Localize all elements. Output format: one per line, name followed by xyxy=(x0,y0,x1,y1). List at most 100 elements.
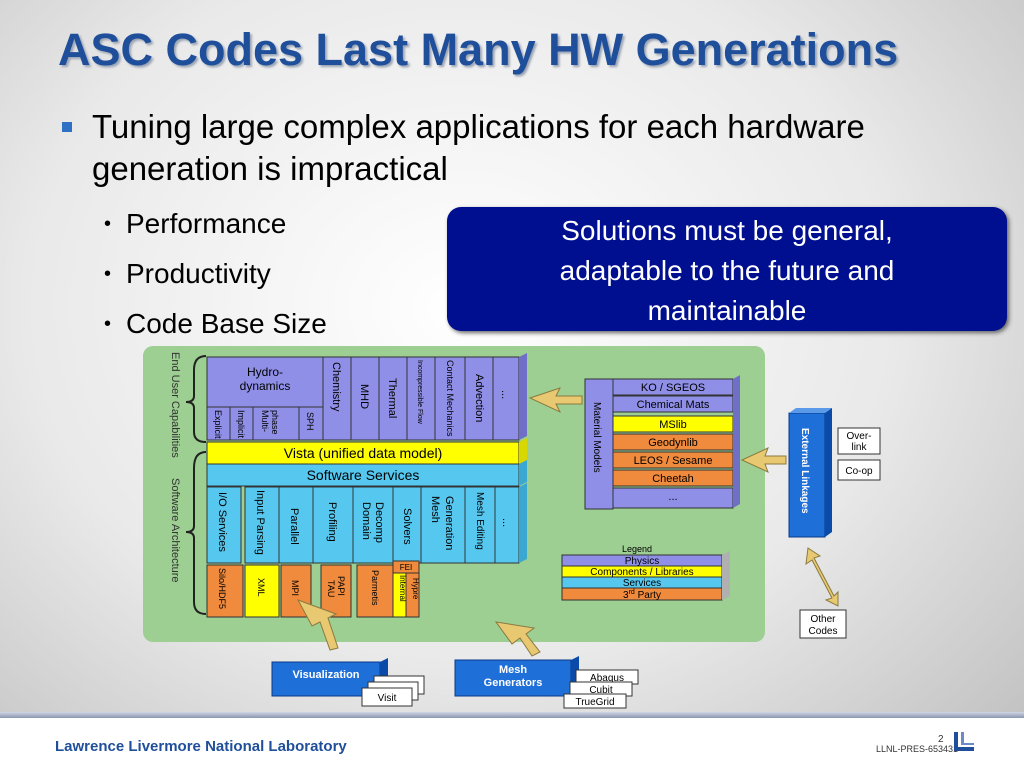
pres-id: LLNL-PRES-653431 xyxy=(876,744,959,754)
physics-label: Thermal xyxy=(386,378,398,418)
coop-label: Co-op xyxy=(845,466,873,477)
bullet-dot-icon: • xyxy=(104,263,112,285)
third-silo xyxy=(206,564,244,618)
sub-bullet-label: Productivity xyxy=(126,258,271,289)
overlink-label: link xyxy=(851,442,867,453)
soft-label: Parallel xyxy=(288,508,300,545)
legend-3: 3 xyxy=(623,590,629,601)
callout-box: Solutions must be general, adaptable to … xyxy=(447,207,1007,331)
third-label: MPI xyxy=(290,580,300,596)
soft-label: Decomp xyxy=(373,502,385,543)
footer-divider xyxy=(0,712,1024,718)
soft-col-io xyxy=(206,486,242,564)
arrow-to-mesh-generators xyxy=(494,621,541,657)
mat-side-face xyxy=(733,375,740,508)
services-side-face xyxy=(519,460,527,486)
other-codes-label: Other xyxy=(810,614,836,625)
vista-side-face xyxy=(519,438,527,464)
slide-title: ASC Codes Last Many HW Generations xyxy=(58,24,899,75)
legend-title: Legend xyxy=(622,544,652,554)
abaqus-label: Abaqus xyxy=(590,673,624,684)
hydro-label: dynamics xyxy=(240,379,291,393)
material-label: MSlib xyxy=(659,419,687,431)
other-codes-label: Codes xyxy=(809,626,838,637)
software-columns: I/O Services Input Parsing Parallel Prof… xyxy=(206,483,527,564)
soft-side-face xyxy=(519,483,527,563)
soft-label: Mesh Editing xyxy=(474,492,485,550)
soft-label: Generation xyxy=(443,496,455,550)
third-label: TAU xyxy=(326,580,336,597)
page-number: 2 xyxy=(938,734,944,745)
callout-line: adaptable to the future and xyxy=(559,255,895,286)
physics-col-mhd xyxy=(350,356,380,441)
third-label: Silo/HDF5 xyxy=(217,568,227,609)
third-papi-tau xyxy=(320,564,352,618)
legend-label: 3rd Party xyxy=(623,589,661,601)
soft-label: Domain xyxy=(360,502,372,540)
callout-line: Solutions must be general, xyxy=(561,215,893,246)
material-label: KO / SGEOS xyxy=(641,382,705,394)
physics-label: Incompressible Flow xyxy=(416,360,423,425)
side-label-software-arch: Software Architecture xyxy=(169,478,181,583)
external-top-face xyxy=(789,408,832,413)
bullet-dot-icon: • xyxy=(104,313,112,335)
footer xyxy=(0,718,1024,768)
arrow-to-visualization xyxy=(296,599,339,651)
legend-label: Components / Libraries xyxy=(590,567,693,578)
third-label: Parmetis xyxy=(370,570,380,606)
legend-side-face xyxy=(722,551,730,600)
arrow-to-other-codes xyxy=(805,547,839,607)
third-label: FEI xyxy=(400,563,412,572)
third-label: XML xyxy=(256,578,266,597)
other-codes-box xyxy=(799,609,847,639)
physics-label: Advection xyxy=(473,374,485,422)
arrow-to-materials xyxy=(528,387,583,414)
side-label-end-user: End User Capabilities xyxy=(169,352,181,458)
callout-line: maintainable xyxy=(647,295,807,326)
truegrid-box xyxy=(563,693,627,709)
soft-label: Solvers xyxy=(401,508,413,545)
physics-label: Chemistry xyxy=(330,362,342,412)
overlink-box xyxy=(837,427,881,455)
physics-side-face xyxy=(519,353,527,440)
soft-label: ... xyxy=(500,518,512,527)
physics-label: MHD xyxy=(358,384,370,409)
materials-list: KO / SGEOS Chemical Mats MSlib Geodynlib… xyxy=(612,375,740,509)
material-label: Geodynlib xyxy=(648,437,698,449)
external-linkages-block xyxy=(788,412,826,538)
soft-label: Input Parsing xyxy=(254,490,266,555)
third-parmetis xyxy=(356,564,394,618)
square-bullet-icon xyxy=(62,122,72,132)
legend-party: Party xyxy=(635,590,661,601)
third-label: Hypre xyxy=(411,578,420,600)
hydro-sub-label: phase xyxy=(270,410,280,435)
material-label: Chemical Mats xyxy=(637,399,710,411)
legend-label: Services xyxy=(623,578,661,589)
hydro-sub-sph xyxy=(298,406,324,441)
lab-name: Lawrence Livermore National Laboratory xyxy=(55,738,347,755)
third-xml xyxy=(244,564,280,618)
hydro-label: Hydro- xyxy=(247,365,283,379)
hydro-sub-multiphase xyxy=(252,406,300,441)
physics-columns: Chemistry MHD Thermal Incompressible Flo… xyxy=(322,353,527,441)
main-bullet: Tuning large complex applications for ea… xyxy=(92,108,865,187)
soft-col-mesh-edit xyxy=(464,486,496,564)
material-label: LEOS / Sesame xyxy=(634,455,713,467)
sub-bullet-label: Code Base Size xyxy=(126,308,327,339)
soft-col-mesh-gen xyxy=(420,486,466,564)
soft-col-domain xyxy=(352,486,394,564)
external-linkages-label: External Linkages xyxy=(799,428,810,514)
legend: Legend Physics Components / Libraries Se… xyxy=(561,544,730,601)
soft-col-more xyxy=(494,486,520,564)
soft-label: Profiling xyxy=(326,502,338,542)
soft-col-parallel xyxy=(278,486,314,564)
overlink-label: Over- xyxy=(847,431,872,442)
coop-box xyxy=(837,459,881,481)
sub-bullet-productivity: • Productivity xyxy=(104,258,271,290)
material-label: ... xyxy=(668,491,677,503)
bullet-dot-icon: • xyxy=(104,213,112,235)
truegrid-label: TrueGrid xyxy=(575,697,614,708)
services-label: Software Services xyxy=(307,467,420,483)
brace-end-user xyxy=(185,355,207,443)
